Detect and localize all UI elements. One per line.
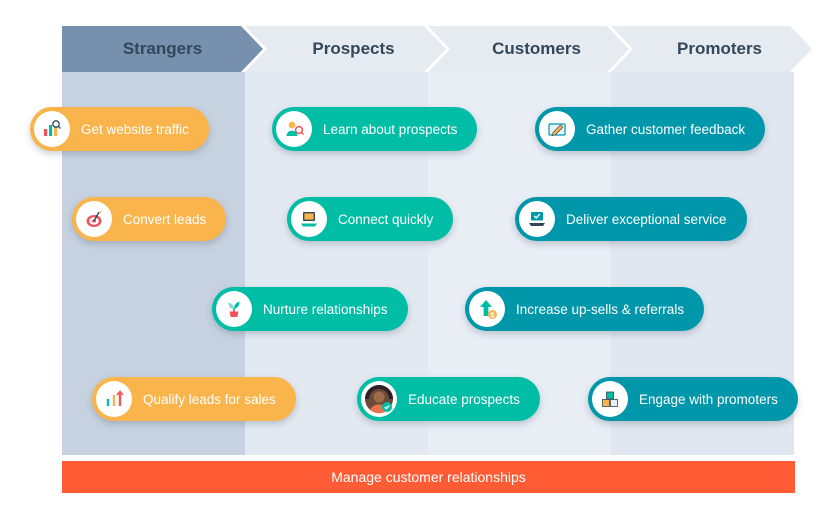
service-laptop-icon	[519, 201, 555, 237]
pill-get-website-traffic: Get website traffic	[30, 107, 209, 151]
stage-label: Customers	[492, 39, 581, 58]
pill-label: Nurture relationships	[263, 301, 388, 317]
upsell-dollar-icon: $	[469, 291, 505, 327]
pill-learn-about-prospects: Learn about prospects	[272, 107, 478, 151]
pill-increase-upsells-referrals: $ Increase up-sells & referrals	[465, 287, 705, 331]
pill-label: Learn about prospects	[323, 121, 458, 137]
stage-label: Prospects	[312, 39, 395, 58]
potted-plant-icon	[216, 291, 252, 327]
stage-prospects: Prospects	[245, 26, 446, 72]
stage-strangers: Strangers	[62, 26, 263, 72]
pill-label: Gather customer feedback	[586, 121, 746, 137]
feedback-pencil-icon	[539, 111, 575, 147]
pill-label: Qualify leads for sales	[143, 391, 276, 407]
pill-label: Increase up-sells & referrals	[516, 301, 685, 317]
svg-text:$: $	[490, 310, 495, 319]
qualify-leads-chart-icon	[96, 381, 132, 417]
stage-label: Promoters	[676, 39, 763, 58]
pill-nurture-relationships: Nurture relationships	[212, 287, 408, 331]
pill-label: Educate prospects	[408, 391, 520, 407]
laptop-icon	[291, 201, 327, 237]
pill-qualify-leads-for-sales: Qualify leads for sales	[92, 377, 296, 421]
pill-gather-customer-feedback: Gather customer feedback	[535, 107, 766, 151]
pill-label: Convert leads	[123, 211, 207, 227]
pill-deliver-exceptional-service: Deliver exceptional service	[515, 197, 747, 241]
stage-promoters: Promoters	[611, 26, 812, 72]
stage-customers: Customers	[428, 26, 629, 72]
person-magnifier-icon	[276, 111, 312, 147]
pill-label: Engage with promoters	[639, 391, 778, 407]
pill-connect-quickly: Connect quickly	[287, 197, 454, 241]
website-traffic-chart-icon	[34, 111, 70, 147]
manage-customer-relationships-bar: Manage customer relationships	[62, 461, 795, 493]
pill-educate-prospects: Educate prospects	[357, 377, 540, 421]
footer-label: Manage customer relationships	[331, 469, 526, 485]
stacked-boxes-icon	[592, 381, 628, 417]
target-icon	[76, 201, 112, 237]
pill-label: Connect quickly	[338, 211, 434, 227]
pill-engage-with-promoters: Engage with promoters	[588, 377, 798, 421]
stage-label: Strangers	[122, 39, 203, 58]
pill-convert-leads: Convert leads	[72, 197, 227, 241]
pill-label: Get website traffic	[81, 121, 189, 137]
person-avatar	[361, 381, 397, 417]
pill-label: Deliver exceptional service	[566, 211, 727, 227]
